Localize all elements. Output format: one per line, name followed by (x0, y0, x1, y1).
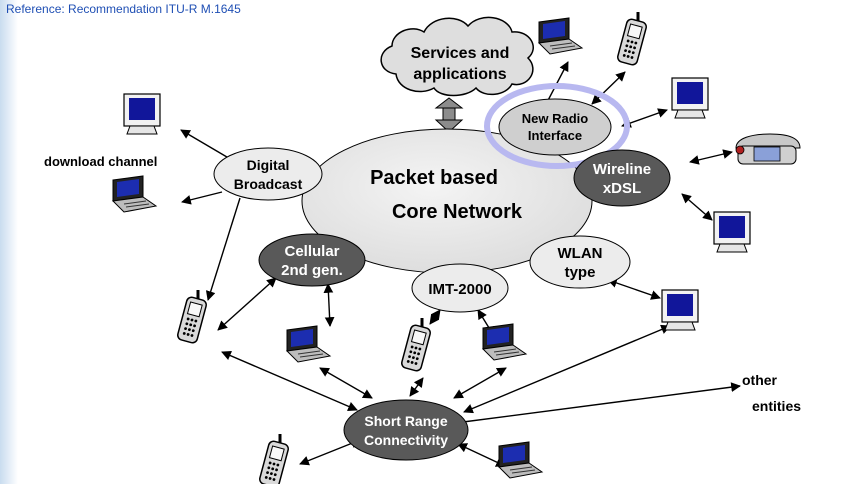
digital-broadcast-line1: Digital (247, 157, 290, 173)
laptop-icon (482, 323, 527, 361)
arrow-shortrange-to-laptop-mid (453, 367, 507, 399)
wlan-line2: type (565, 264, 596, 281)
arrow-shortrange-to-laptop-bottom (457, 443, 506, 467)
telephone-icon (735, 133, 801, 165)
laptop-icon (286, 325, 331, 363)
monitor-icon (713, 211, 751, 253)
core-line1: Packet based (370, 167, 498, 189)
monitor-icon (123, 93, 161, 135)
imt-label: IMT-2000 (428, 281, 491, 298)
core-network: Packet based Core Network (301, 128, 593, 274)
cellular-line1: Cellular (284, 243, 339, 260)
reference-caption: Reference: Recommendation ITU-R M.1645 (6, 2, 241, 16)
arrow-cellular-to-laptop (323, 283, 335, 327)
arrow-shortrange-to-other (462, 382, 741, 423)
laptop-icon (538, 17, 583, 55)
arrow-broadcast-to-phone (205, 197, 241, 301)
other-entities-line1: other (742, 372, 778, 388)
arrow-wlan-to-monitor (607, 278, 661, 300)
arrow-shortrange-to-laptop-left (319, 367, 373, 399)
other-entities-line2: entities (752, 398, 801, 414)
new-radio-line2: Interface (528, 128, 582, 143)
cellular-node: Cellular 2nd gen. (258, 233, 366, 287)
arrow-wireline-to-monitor (681, 193, 713, 221)
digital-broadcast-node: Digital Broadcast (213, 147, 323, 201)
connection-arrows (180, 61, 741, 467)
cloud-line2: applications (413, 66, 506, 83)
left-gradient-edge (0, 0, 18, 484)
wlan-line1: WLAN (558, 245, 603, 262)
new-radio-line1: New Radio (522, 111, 589, 126)
digital-broadcast-line2: Broadcast (234, 176, 303, 192)
core-line2: Core Network (392, 201, 523, 223)
wireline-line2: xDSL (603, 180, 641, 197)
short-range-line2: Connectivity (364, 432, 448, 448)
arrow-wireline-to-telephone (689, 149, 733, 165)
arrow-broadcast-to-laptop (181, 191, 223, 205)
monitor-icon (661, 289, 699, 331)
arrow-shortrange-to-phone-mid (409, 377, 424, 397)
download-channel-label: download channel (44, 154, 157, 169)
cloud-line1: Services and (411, 45, 510, 62)
arrow-shortrange-to-phone-bottom (299, 438, 361, 466)
monitor-icon (671, 77, 709, 119)
laptop-icon (112, 175, 157, 213)
mobile-phone-icon (257, 432, 291, 484)
mobile-phone-icon (175, 288, 209, 346)
services-cloud: Services and applications (380, 16, 534, 97)
cloud-to-core-arrow (434, 97, 464, 133)
wireline-node: Wireline xDSL (573, 149, 671, 207)
wlan-node: WLAN type (529, 235, 631, 289)
short-range-node: Short Range Connectivity (343, 399, 469, 461)
short-range-line1: Short Range (364, 413, 447, 429)
wireline-line1: Wireline (593, 161, 651, 178)
new-radio-interface-node: New Radio Interface (484, 83, 630, 169)
imt-2000-node: IMT-2000 (411, 263, 509, 313)
arrow-imt-to-phone (429, 309, 441, 325)
mobile-phone-icon (615, 10, 649, 68)
arrow-shortrange-to-phone-left (221, 350, 358, 412)
arrow-radio-to-phone (591, 71, 626, 105)
laptop-icon (498, 441, 543, 479)
arrow-cellular-to-phone (217, 277, 277, 331)
arrow-broadcast-to-monitor (180, 129, 233, 161)
mobile-phone-icon (399, 316, 433, 374)
cellular-line2: 2nd gen. (281, 262, 343, 279)
arrow-shortrange-to-monitor (463, 324, 671, 414)
